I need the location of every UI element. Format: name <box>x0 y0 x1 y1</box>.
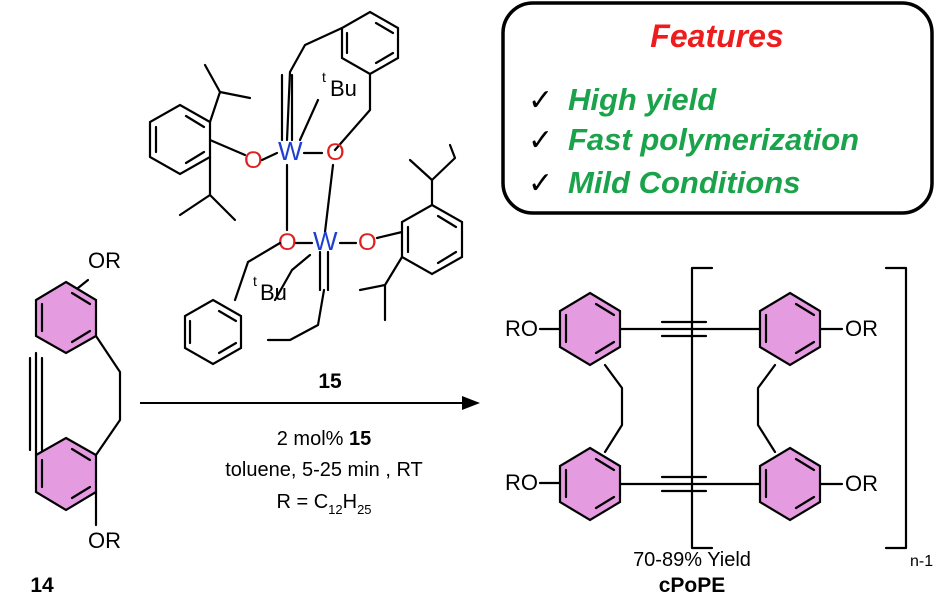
tbu-label: Bu <box>330 76 357 101</box>
ethylene-bridge <box>94 334 122 457</box>
oxygen-atom: O <box>244 147 263 174</box>
isopropyl-group <box>203 63 252 124</box>
ethylene-bridge <box>285 26 344 142</box>
aryl-ring-pink <box>758 291 822 367</box>
features-box: Features ✓ High yield ✓ Fast polymerizat… <box>501 1 934 215</box>
isopropyl-group <box>358 255 404 322</box>
feature-item-3: Mild Conditions <box>568 165 800 200</box>
aryl-O-bond <box>208 138 247 157</box>
monomer-label: 14 <box>30 574 54 597</box>
ethylene-bridge <box>603 363 624 454</box>
aryl-O-bond <box>375 230 404 240</box>
benzene-ring <box>183 298 243 366</box>
tungsten-atom: W <box>313 226 338 256</box>
condition-R-definition: R = C12H25 <box>276 491 371 517</box>
repeat-count: n-1 <box>910 553 933 570</box>
feature-item-1: High yield <box>568 82 717 117</box>
tbu-superscript: t <box>253 273 257 289</box>
aryl-ring-pink <box>34 436 98 512</box>
benzene-ring <box>148 103 212 176</box>
tungsten-atom: W <box>278 136 303 166</box>
ethylene-bridge <box>756 363 777 454</box>
benzene-ring <box>400 203 464 276</box>
oxygen-atom: O <box>326 139 345 166</box>
checkmark-icon: ✓ <box>528 166 553 201</box>
arrow-head-icon <box>462 396 480 410</box>
product-yield: 70-89% Yield <box>633 549 751 571</box>
isopropyl-group <box>178 155 237 222</box>
alkylidyne-triple-bond <box>280 73 294 142</box>
isopropyl-group <box>408 143 457 207</box>
catalyst-label: 15 <box>318 370 342 393</box>
ring-double-bonds <box>40 291 92 344</box>
reaction-arrow <box>140 396 480 410</box>
ring-double-bonds <box>564 457 616 510</box>
substituent-OR: OR <box>88 528 121 553</box>
alkyne-triple-bond <box>660 475 708 493</box>
alkylidyne-triple-bond <box>318 250 330 292</box>
substituent-RO: RO <box>505 316 538 341</box>
feature-item-2: Fast polymerization <box>568 122 859 157</box>
benzyl-O-linker <box>333 72 372 152</box>
aryl-ring-pink <box>34 280 98 355</box>
tbu-superscript: t <box>322 69 326 85</box>
ring-double-bonds <box>154 114 206 165</box>
tbu-label: Bu <box>260 280 287 305</box>
right-bracket <box>884 266 908 550</box>
substituent-OR: OR <box>88 248 121 273</box>
substituent-RO: RO <box>505 470 538 495</box>
ring-double-bonds <box>764 302 816 355</box>
product-structure: RO OR RO OR n-1 70-89% Yield cPoPE <box>505 266 933 597</box>
alkyne-triple-bond <box>28 351 44 457</box>
alkyne-triple-bond <box>660 320 708 338</box>
ring-double-bonds <box>40 447 92 500</box>
aryl-ring-pink <box>558 291 622 367</box>
ethylene-bridge <box>266 288 326 342</box>
catalyst-structure: t Bu O W O O W O t Bu <box>148 10 464 393</box>
oxygen-atom: O <box>358 229 377 256</box>
benzyl-O-linker <box>233 241 282 302</box>
oxygen-atom: O <box>278 229 297 256</box>
W-O-bridge <box>285 163 335 234</box>
benzene-ring <box>340 10 400 76</box>
ring-double-bonds <box>564 302 616 355</box>
aryl-ring-pink <box>758 446 822 522</box>
features-title: Features <box>650 18 783 54</box>
ring-double-bonds <box>764 457 816 510</box>
tbu-bond <box>273 253 312 302</box>
ring-double-bonds <box>188 309 238 355</box>
product-label: cPoPE <box>659 574 726 597</box>
condition-catalyst-loading: 2 mol% 15 <box>277 428 372 450</box>
O-W-bond <box>260 151 279 162</box>
features-box-border <box>501 1 934 215</box>
substituent-OR: OR <box>845 316 878 341</box>
tbu-bond <box>298 98 320 142</box>
ring-double-bonds <box>406 214 458 265</box>
monomer-structure: OR OR 14 <box>28 248 122 597</box>
checkmark-icon: ✓ <box>528 123 553 158</box>
checkmark-icon: ✓ <box>528 83 553 118</box>
left-bracket <box>690 266 714 550</box>
condition-solvent-time: toluene, 5-25 min , RT <box>225 459 423 481</box>
aryl-ring-pink <box>558 446 622 522</box>
ring-double-bonds <box>345 21 395 65</box>
substituent-OR: OR <box>845 471 878 496</box>
